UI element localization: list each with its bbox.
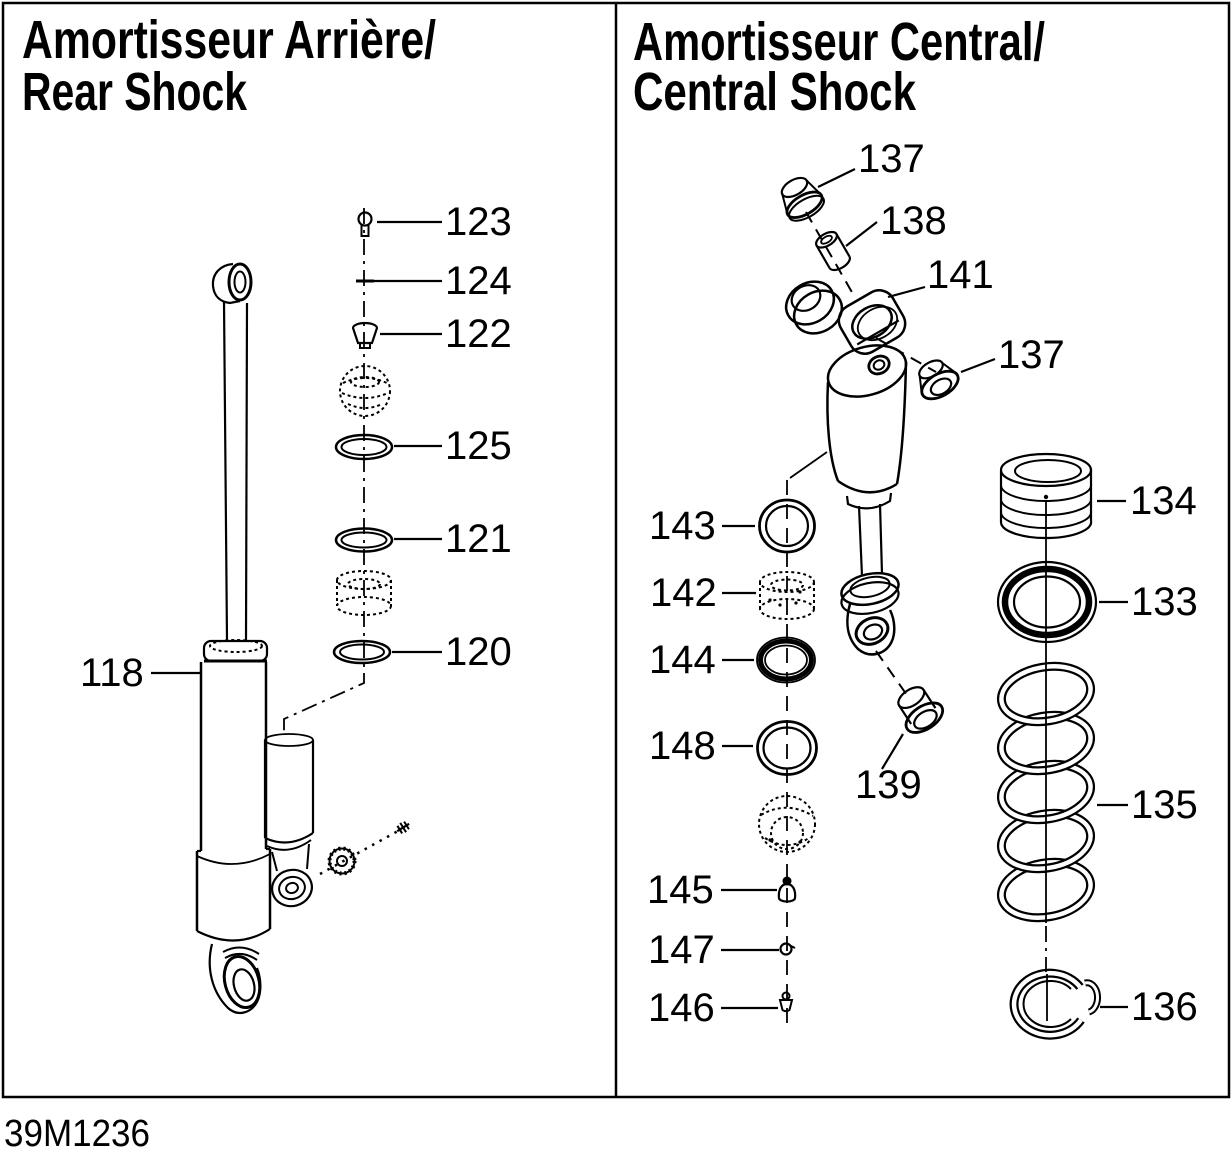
callout-147: 147 [648, 928, 715, 972]
callout-135: 135 [1131, 783, 1198, 827]
part-123-valve-screw [357, 211, 373, 237]
callout-136: 136 [1131, 985, 1198, 1029]
right-panel-title-line2: Central Shock [633, 62, 917, 122]
part-137-bushing-top [780, 176, 825, 222]
callout-143: 143 [649, 504, 716, 548]
callout-145: 145 [647, 868, 714, 912]
part-122-valve-cap [351, 321, 379, 349]
part-144-o-ring [756, 636, 816, 684]
left-panel: Amortisseur Arrière/ Rear Shock [22, 10, 512, 1015]
part-120-o-ring [332, 639, 392, 665]
part-spring-washer-stack-upper [339, 365, 391, 417]
part-137-washer-lower [918, 359, 960, 401]
part-125-o-ring [334, 433, 394, 461]
part-134-adjusting-ring [999, 452, 1093, 540]
left-leader-lines [151, 220, 442, 675]
part-143-ring [758, 498, 816, 554]
part-mesh-cup [758, 795, 816, 853]
rear-shock-adjuster-nut [327, 846, 357, 876]
rear-shock-adjuster-screw [396, 821, 410, 834]
part-146-valve-small [778, 991, 794, 1013]
callout-142: 142 [650, 571, 717, 615]
part-spring-washer-stack-lower [336, 570, 392, 616]
callout-139: 139 [855, 763, 922, 807]
right-panel-title-line1: Amortisseur Central/ [633, 12, 1045, 72]
part-138-spacer [814, 230, 851, 272]
diagram-code: 39M1236 [4, 1113, 150, 1152]
part-133-seal-ring [996, 560, 1098, 644]
callout-123: 123 [445, 200, 512, 244]
left-panel-title-line2: Rear Shock [22, 62, 248, 122]
part-147-ring-small [779, 942, 796, 956]
part-121-o-ring [334, 527, 394, 553]
callout-137-top: 137 [858, 137, 925, 181]
callout-122: 122 [445, 312, 512, 356]
adjuster-axis-line [319, 829, 399, 876]
right-column-centerline [1045, 500, 1048, 1021]
top-mount-axis-upper [805, 211, 854, 295]
lower-eyelet-axis [875, 650, 910, 699]
part-135-coil-spring [996, 661, 1096, 923]
callout-148: 148 [649, 724, 716, 768]
callout-137-lower: 137 [998, 333, 1065, 377]
part-136-retaining-ring [1009, 968, 1102, 1040]
witness-line [789, 451, 828, 479]
callout-146: 146 [648, 986, 715, 1030]
right-panel: Amortisseur Central/ Central Shock [633, 12, 1198, 1040]
callout-118: 118 [80, 651, 144, 695]
left-panel-title-line1: Amortisseur Arrière/ [22, 10, 436, 70]
callout-133: 133 [1131, 580, 1198, 624]
callout-125: 125 [445, 424, 512, 468]
rear-shock-drawing [195, 262, 315, 1015]
callout-141: 141 [927, 253, 994, 297]
rear-shock-centerline [283, 208, 365, 733]
callout-124: 124 [445, 259, 512, 303]
central-shock-drawing [784, 280, 908, 656]
callout-144: 144 [649, 638, 716, 682]
right-leader-lines [721, 168, 1128, 1010]
callout-138: 138 [880, 199, 947, 243]
part-142-washer-stack [759, 571, 815, 620]
callout-120: 120 [445, 630, 512, 674]
part-145-valve [777, 876, 797, 903]
callout-134: 134 [1130, 479, 1197, 523]
callout-121: 121 [445, 517, 512, 561]
part-148-ring [756, 720, 818, 776]
part-139-bushing [897, 686, 945, 734]
